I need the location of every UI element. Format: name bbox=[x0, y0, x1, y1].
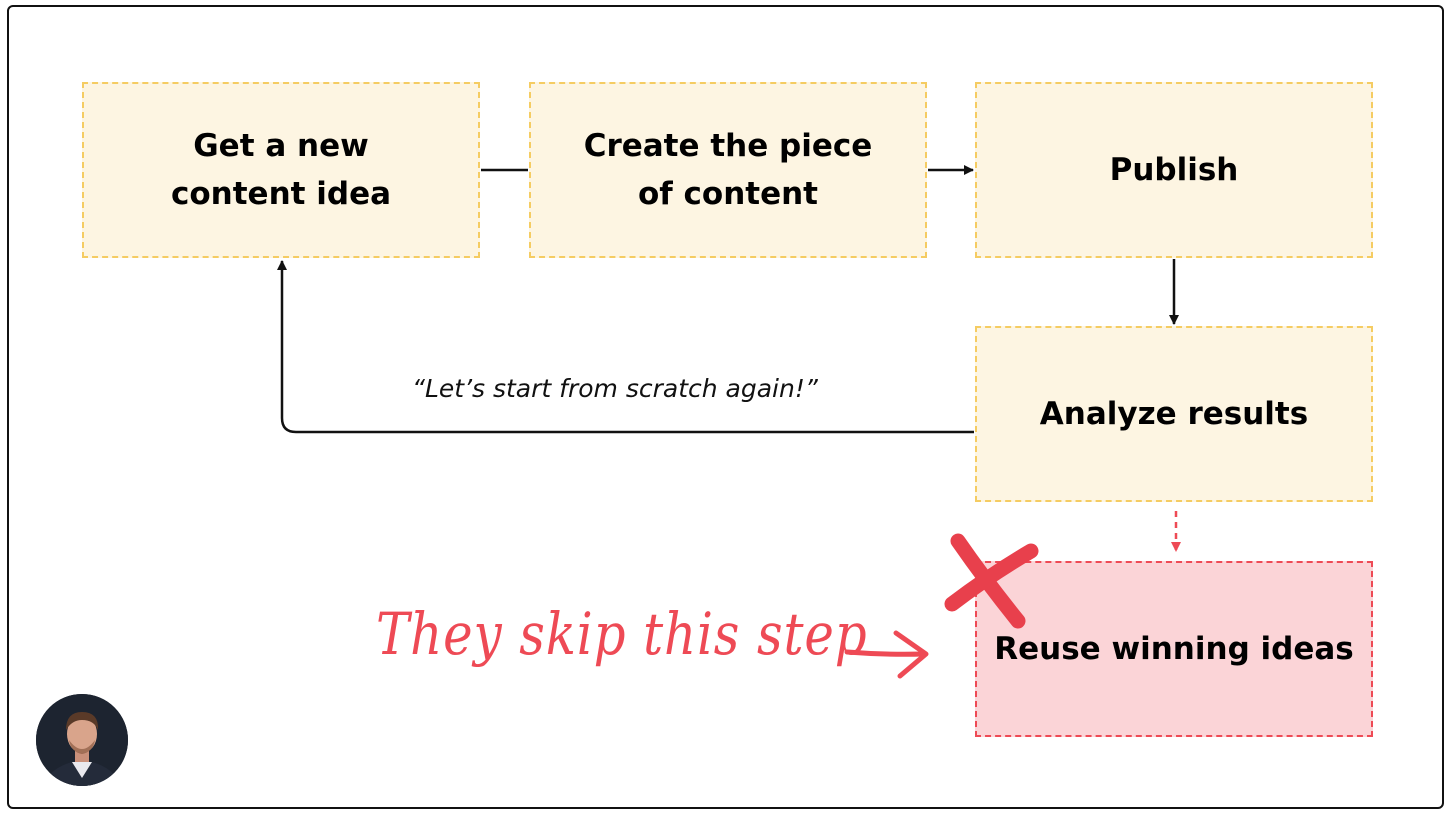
callout-text: They skip this step bbox=[376, 600, 868, 668]
step-publish-label: Publish bbox=[1109, 151, 1239, 188]
step-reuse-ideas: Reuse winning ideas bbox=[975, 561, 1373, 737]
step-analyze-results-label: Analyze results bbox=[1039, 395, 1309, 432]
cross-mark-icon bbox=[944, 533, 1039, 629]
loop-caption: “Let’s start from scratch again!” bbox=[412, 374, 818, 403]
connector-loop-back bbox=[277, 260, 974, 434]
avatar-photo bbox=[36, 694, 128, 786]
step-create-content-label: Create the piece of content bbox=[583, 127, 873, 212]
diagram-frame bbox=[7, 5, 1444, 809]
avatar bbox=[36, 694, 128, 786]
step-create-content: Create the piece of content bbox=[529, 82, 927, 258]
step-get-idea: Get a new content idea bbox=[82, 82, 480, 258]
step-analyze-results: Analyze results bbox=[975, 326, 1373, 502]
step-publish: Publish bbox=[975, 82, 1373, 258]
arrow-right-icon bbox=[844, 630, 929, 679]
step-reuse-ideas-label: Reuse winning ideas bbox=[994, 630, 1354, 667]
step-get-idea-label: Get a new content idea bbox=[170, 127, 392, 212]
